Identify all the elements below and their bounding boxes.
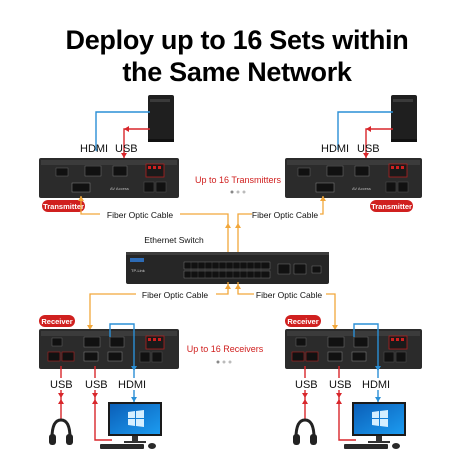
headphones-icon	[49, 418, 73, 445]
rx-left-usb2-label: USB	[85, 379, 108, 391]
title-line-1: Deploy up to 16 Sets within	[65, 25, 409, 55]
transmitter-left-badge: Transmitter	[42, 200, 85, 212]
switch-brand: TP-Link	[131, 268, 145, 273]
receiver-left-badge-text: Receiver	[41, 317, 72, 326]
windows-monitor-icon	[108, 402, 162, 443]
rx-right-usb2-label: USB	[329, 379, 352, 391]
title-line-2: the Same Network	[122, 57, 352, 87]
mouse-icon	[148, 443, 156, 449]
keyboard-icon	[344, 444, 388, 449]
transmitter-left-badge-text: Transmitter	[43, 202, 84, 211]
fiber-rx-left-label: Fiber Optic Cable	[142, 290, 208, 300]
pagination-dots-top	[230, 190, 246, 194]
fiber-rx-right-label: Fiber Optic Cable	[256, 290, 322, 300]
tx-right-usb-label: USB	[357, 143, 380, 155]
ethernet-switch-label: Ethernet Switch	[144, 235, 204, 245]
rx-left-usb1-label: USB	[50, 379, 73, 391]
desktop-tower-icon	[391, 95, 417, 142]
windows-monitor-left	[100, 402, 162, 449]
up-to-receivers-label: Up to 16 Receivers	[187, 344, 264, 354]
pc-right	[391, 95, 417, 142]
switch-ports	[183, 261, 322, 279]
receiver-right	[285, 329, 422, 369]
transmitter-right-badge-text: Transmitter	[371, 202, 412, 211]
mouse-icon	[392, 443, 400, 449]
rx-left-hdmi-label: HDMI	[118, 379, 146, 391]
desktop-tower-icon	[148, 95, 174, 142]
rx-left-cables	[58, 323, 137, 441]
tx-right-cables	[337, 111, 393, 158]
ethernet-switch: TP-Link	[126, 252, 329, 284]
fiber-tx-left-label: Fiber Optic Cable	[107, 210, 173, 220]
headphones-icon	[293, 418, 317, 445]
receiver-right-badge-text: Receiver	[287, 317, 318, 326]
tx-left-hdmi-label: HDMI	[80, 143, 108, 155]
receiver-right-badge: Receiver	[285, 315, 321, 327]
fiber-tx-right-label: Fiber Optic Cable	[252, 210, 318, 220]
tx-left-cables	[95, 111, 150, 158]
up-to-transmitters-label: Up to 16 Transmitters	[195, 175, 282, 185]
receiver-left-badge: Receiver	[39, 315, 75, 327]
rx-right-usb1-label: USB	[295, 379, 318, 391]
receiver-left	[39, 329, 179, 369]
pc-left	[148, 95, 174, 142]
page-title: Deploy up to 16 Sets within the Same Net…	[0, 24, 474, 88]
rx-right-cables	[302, 323, 381, 441]
tx-right-hdmi-label: HDMI	[321, 143, 349, 155]
tx-left-usb-label: USB	[115, 143, 138, 155]
transmitter-right-brand: AV Access	[352, 186, 371, 191]
keyboard-icon	[100, 444, 144, 449]
rx-right-hdmi-label: HDMI	[362, 379, 390, 391]
windows-monitor-right	[344, 402, 406, 449]
transmitter-left-brand: AV Access	[110, 186, 129, 191]
transmitter-right: AV Access	[285, 158, 422, 198]
windows-monitor-icon	[352, 402, 406, 443]
transmitter-right-badge: Transmitter	[370, 200, 413, 212]
pagination-dots-bottom	[216, 360, 232, 364]
transmitter-left: AV Access	[39, 158, 179, 198]
